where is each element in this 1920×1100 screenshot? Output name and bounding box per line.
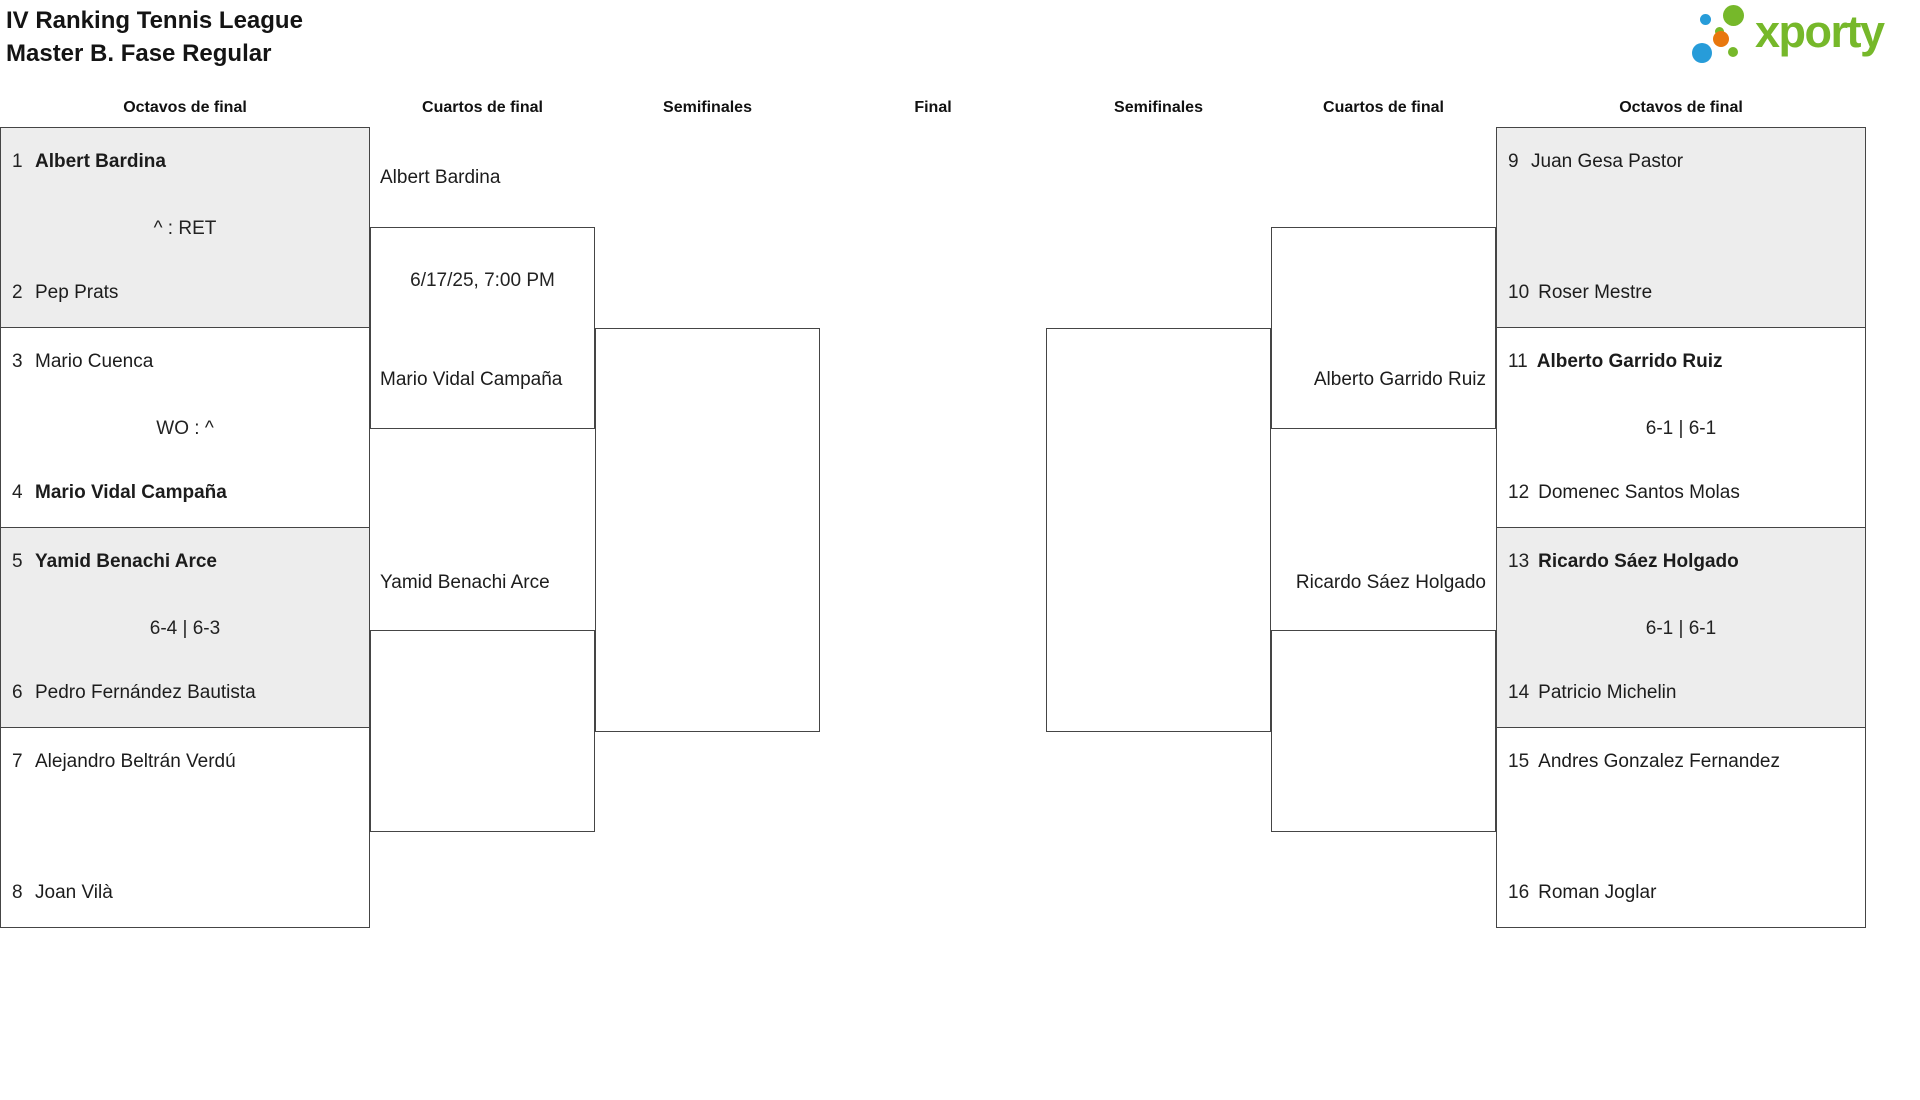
player-name: Mario Vidal Campaña: [35, 482, 227, 503]
match-result: 6-4 | 6-3: [149, 618, 221, 639]
player-row: 11 Alberto Garrido Ruiz: [1508, 349, 1859, 375]
player-name: Pep Prats: [35, 282, 119, 303]
round-header-final: Final: [914, 99, 952, 116]
qf-right-bottom-match-box[interactable]: [1271, 630, 1496, 832]
match-box-5v6[interactable]: 5 Yamid Benachi Arce 6-4 | 6-3 6 Pedro Fer…: [0, 527, 370, 728]
player-row: 16 Roman Joglar: [1508, 880, 1859, 906]
player-name: Andres Gonzalez Fernandez: [1538, 751, 1781, 772]
player-seed: 13: [1508, 551, 1530, 572]
page-title-line1: IV Ranking Tennis League: [6, 7, 303, 34]
round-header-cuartos-left: Cuartos de final: [422, 99, 543, 116]
match-box-11v12[interactable]: 11 Alberto Garrido Ruiz 6-1 | 6-1 12 Domen…: [1496, 327, 1866, 528]
player-seed: 5: [12, 551, 23, 572]
player-name: Joan Vilà: [35, 882, 113, 903]
player-row: 15 Andres Gonzalez Fernandez: [1508, 749, 1859, 775]
round-header-octavos-left: Octavos de final: [123, 99, 247, 116]
round-header-semis-left: Semifinales: [663, 99, 752, 116]
player-name: Albert Bardina: [35, 151, 166, 172]
player-row: 14 Patricio Michelin: [1508, 680, 1859, 706]
match-box-9v10[interactable]: 9 Juan Gesa Pastor 10 Roser Mestre: [1496, 127, 1866, 328]
qf-left-top-match-box[interactable]: 6/17/25, 7:00 PM: [370, 227, 595, 429]
match-box-15v16[interactable]: 15 Andres Gonzalez Fernandez 16 Roman Jogl…: [1496, 727, 1866, 928]
player-seed: 12: [1508, 482, 1530, 503]
player-seed: 7: [12, 751, 23, 772]
player-seed: 9: [1508, 151, 1519, 172]
player-row: 8 Joan Vilà: [12, 880, 363, 906]
player-row: 4 Mario Vidal Campaña: [12, 480, 363, 506]
qf-right-top-slot2-name: Alberto Garrido Ruiz: [1313, 369, 1486, 390]
player-name: Ricardo Sáez Holgado: [1538, 551, 1739, 572]
round-header-semis-right: Semifinales: [1114, 99, 1203, 116]
player-seed: 16: [1508, 882, 1530, 903]
match-result: 6-1 | 6-1: [1645, 418, 1717, 439]
match-result: ^ : RET: [153, 218, 217, 239]
player-seed: 8: [12, 882, 23, 903]
logo-dot-blue-small: [1700, 14, 1711, 25]
page-title-line2: Master B. Fase Regular: [6, 40, 272, 67]
player-seed: 1: [12, 151, 23, 172]
player-row: 12 Domenec Santos Molas: [1508, 480, 1859, 506]
player-name: Domenec Santos Molas: [1538, 482, 1740, 503]
player-row: 1 Albert Bardina: [12, 149, 363, 175]
player-name: Roman Joglar: [1538, 882, 1657, 903]
match-datetime: 6/17/25, 7:00 PM: [410, 270, 555, 291]
match-box-1v2[interactable]: 1 Albert Bardina ^ : RET 2 Pep Prats: [0, 127, 370, 328]
player-name: Roser Mestre: [1538, 282, 1653, 303]
player-seed: 11: [1508, 351, 1528, 372]
player-row: 9 Juan Gesa Pastor: [1508, 149, 1859, 175]
qf-left-top-slot1-name: Albert Bardina: [380, 167, 501, 188]
logo-dot-blue-large: [1692, 43, 1712, 63]
qf-left-bottom-match-box[interactable]: [370, 630, 595, 832]
round-header-cuartos-right: Cuartos de final: [1323, 99, 1444, 116]
semifinal-right-match-box[interactable]: [1046, 328, 1271, 732]
player-seed: 15: [1508, 751, 1530, 772]
logo-dot-green-small: [1728, 47, 1738, 57]
player-row: 5 Yamid Benachi Arce: [12, 549, 363, 575]
round-header-octavos-right: Octavos de final: [1619, 99, 1743, 116]
player-seed: 4: [12, 482, 23, 503]
player-name: Alejandro Beltrán Verdú: [35, 751, 236, 772]
player-name: Juan Gesa Pastor: [1531, 151, 1684, 172]
match-box-3v4[interactable]: 3 Mario Cuenca WO : ^ 4 Mario Vidal Campañ…: [0, 327, 370, 528]
player-seed: 3: [12, 351, 23, 372]
player-seed: 10: [1508, 282, 1530, 303]
logo-dot-green-large: [1723, 5, 1744, 26]
player-seed: 14: [1508, 682, 1530, 703]
qf-left-bottom-slot1-name: Yamid Benachi Arce: [380, 572, 550, 593]
player-name: Mario Cuenca: [35, 351, 154, 372]
player-name: Pedro Fernández Bautista: [35, 682, 256, 703]
player-row: 3 Mario Cuenca: [12, 349, 363, 375]
player-seed: 2: [12, 282, 23, 303]
logo-wordmark: xporty: [1755, 6, 1885, 57]
logo-dot-orange: [1713, 31, 1729, 47]
player-row: 7 Alejandro Beltrán Verdú: [12, 749, 363, 775]
player-row: 13 Ricardo Sáez Holgado: [1508, 549, 1859, 575]
semifinal-left-match-box[interactable]: [595, 328, 820, 732]
match-box-13v14[interactable]: 13 Ricardo Sáez Holgado 6-1 | 6-1 14 Patri…: [1496, 527, 1866, 728]
player-seed: 6: [12, 682, 23, 703]
qf-right-bottom-slot1-name: Ricardo Sáez Holgado: [1295, 572, 1486, 593]
match-box-7v8[interactable]: 7 Alejandro Beltrán Verdú 8 Joan Vilà: [0, 727, 370, 928]
player-row: 2 Pep Prats: [12, 280, 363, 306]
player-name: Patricio Michelin: [1538, 682, 1677, 703]
qf-right-top-match-box[interactable]: [1271, 227, 1496, 429]
player-row: 6 Pedro Fernández Bautista: [12, 680, 363, 706]
qf-left-top-slot2-name: Mario Vidal Campaña: [380, 369, 563, 390]
player-name: Yamid Benachi Arce: [35, 551, 217, 572]
page-title: IV Ranking Tennis League Master B. Fase …: [6, 4, 303, 70]
player-row: 10 Roser Mestre: [1508, 280, 1859, 306]
match-result: WO : ^: [156, 418, 214, 439]
match-result: 6-1 | 6-1: [1645, 618, 1717, 639]
player-name: Alberto Garrido Ruiz: [1536, 351, 1723, 372]
